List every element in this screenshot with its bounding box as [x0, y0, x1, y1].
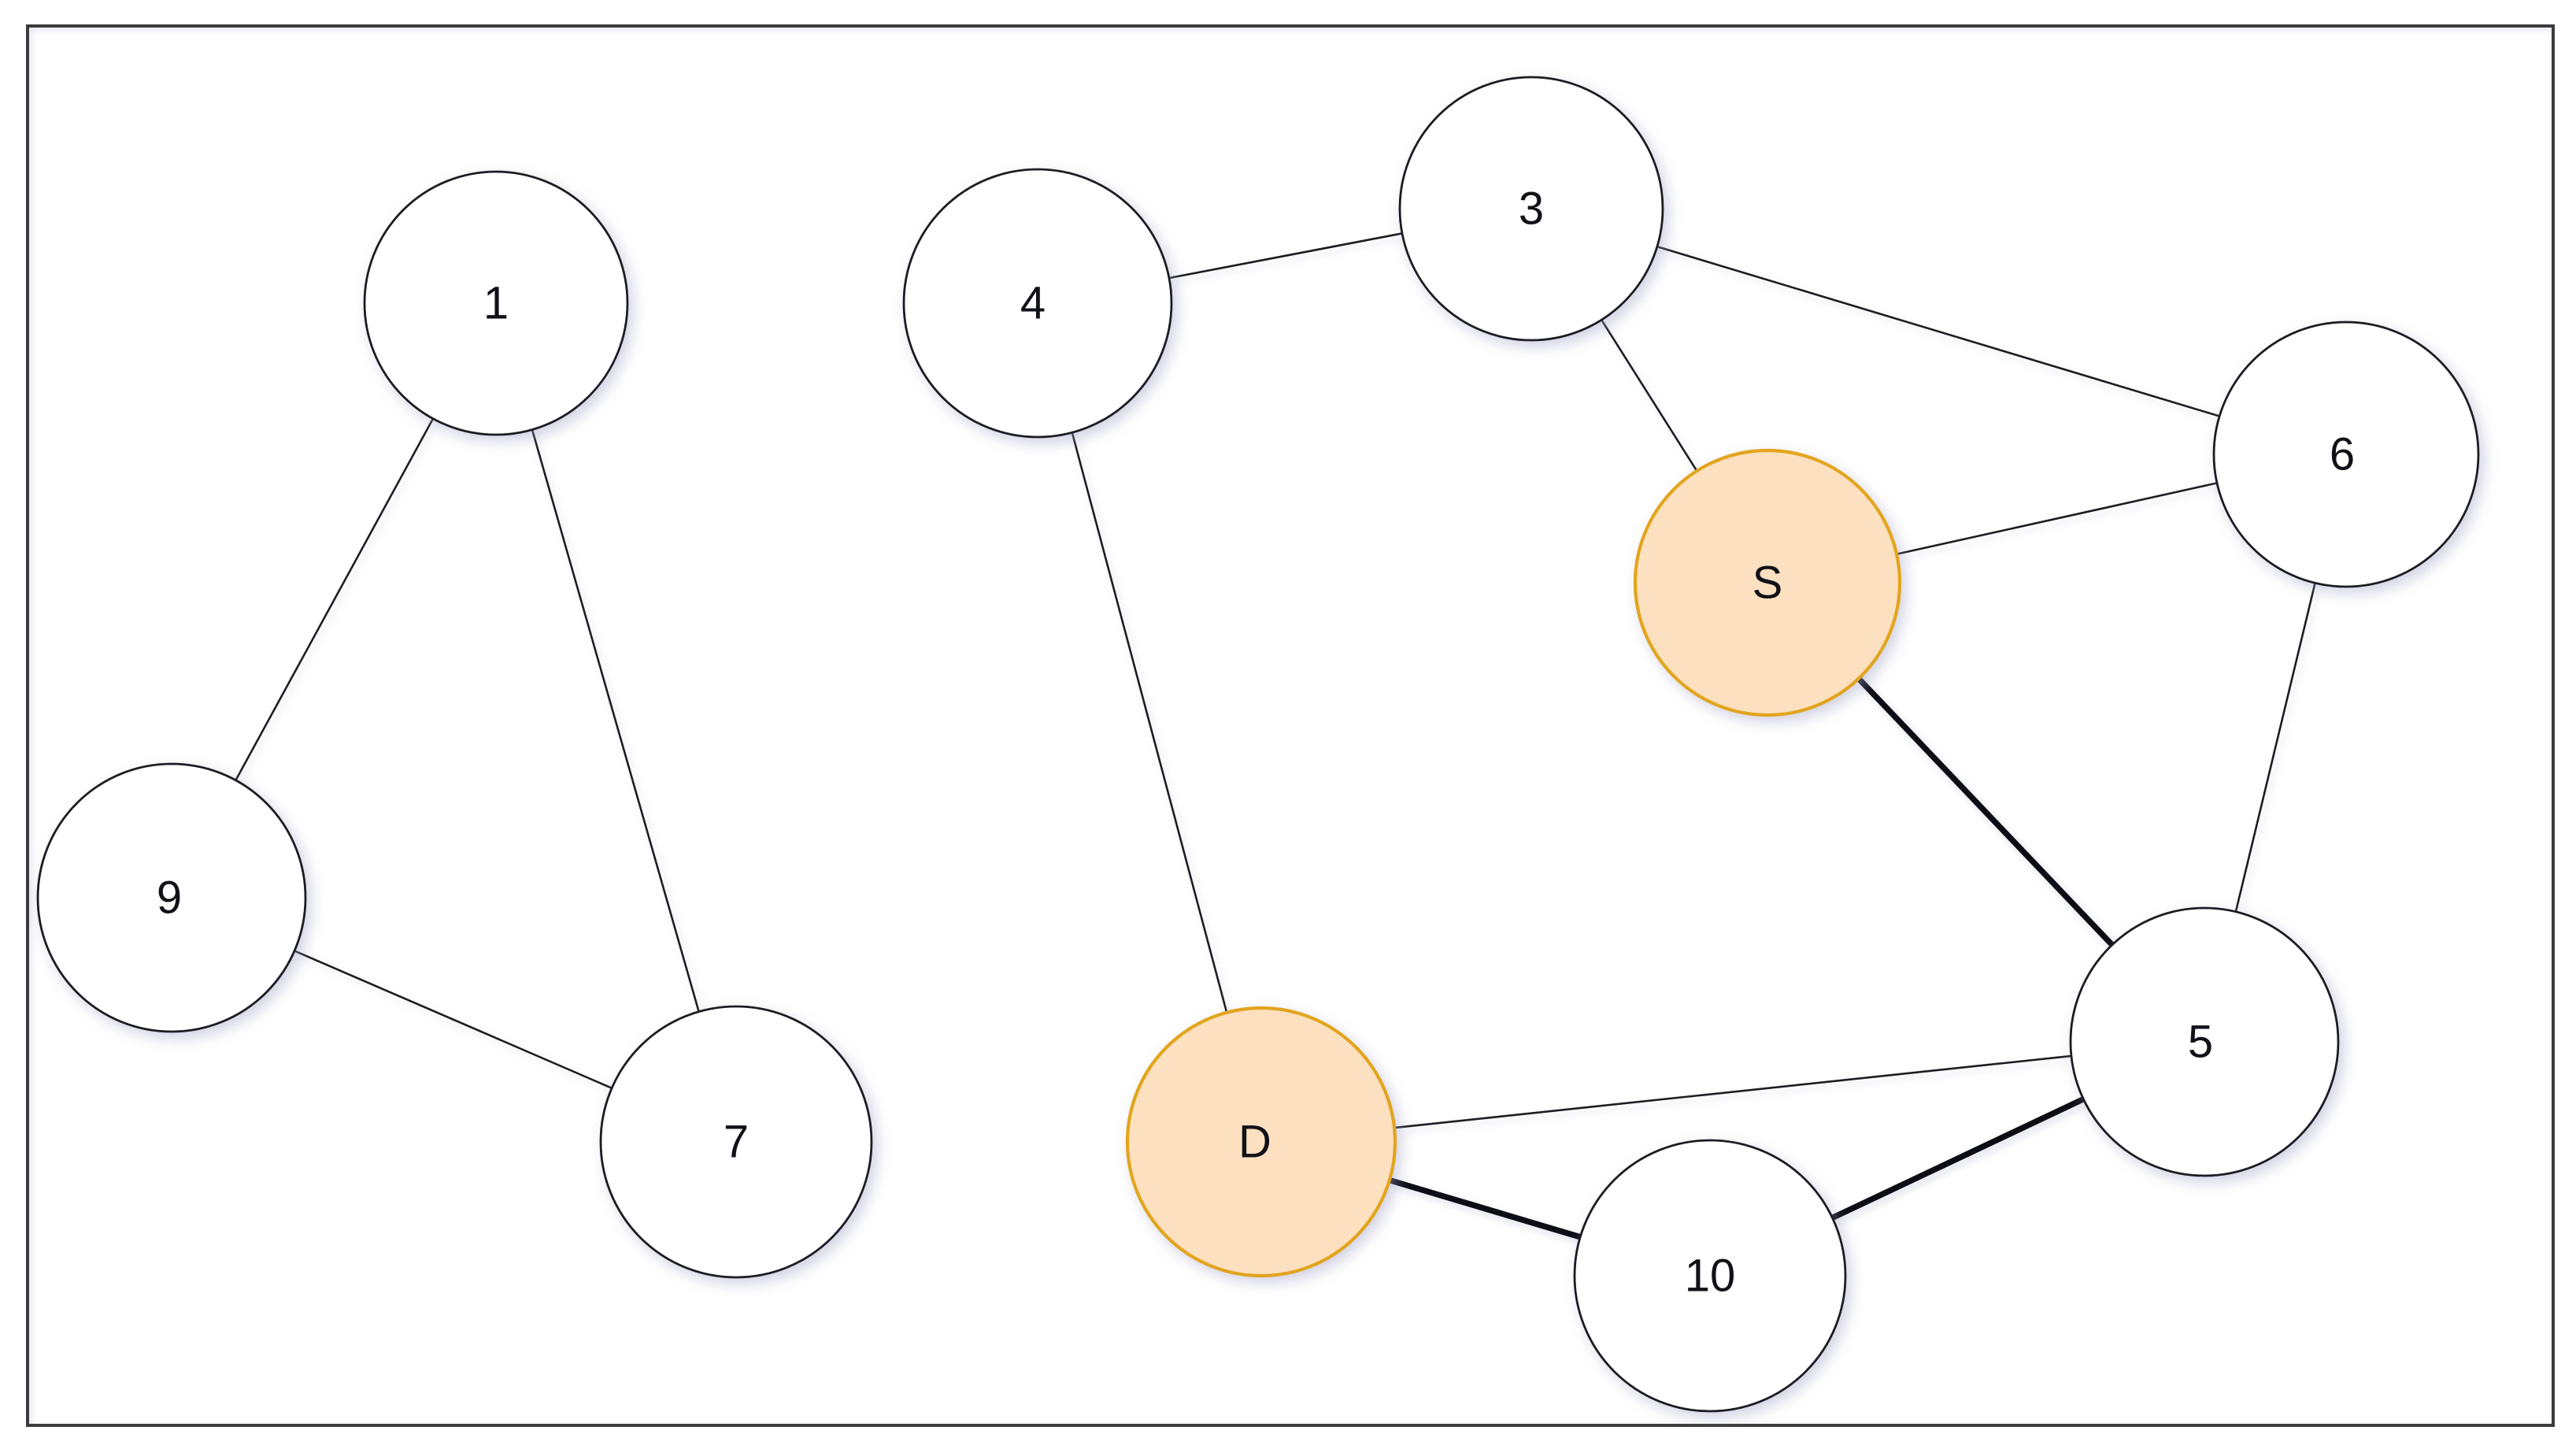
edge-3-6[interactable] [1656, 245, 2221, 418]
node-shape[interactable] [1398, 76, 1664, 342]
edge-1-9[interactable] [234, 417, 435, 782]
graph-node-1[interactable]: 1 [363, 170, 629, 436]
node-shape[interactable] [599, 1005, 873, 1279]
node-shape[interactable] [2212, 321, 2480, 588]
node-shape[interactable] [2069, 906, 2340, 1177]
node-label: 1 [483, 278, 509, 329]
edge-S-6[interactable] [1895, 481, 2219, 556]
node-label: 9 [157, 873, 182, 924]
node-label: 7 [724, 1117, 749, 1168]
node-label: 4 [1020, 278, 1046, 329]
node-shape[interactable] [902, 168, 1173, 439]
node-label: 3 [1519, 183, 1544, 235]
node-shape-highlighted[interactable] [1125, 1006, 1397, 1278]
graph-node-D[interactable]: D [1125, 1006, 1397, 1278]
edge-3-S[interactable] [1600, 318, 1698, 472]
node-shape-highlighted[interactable] [1633, 448, 1902, 717]
node-label: 10 [1685, 1251, 1736, 1302]
node-layer: 1 4 3 6S 9 7 D 5 10 [36, 76, 2480, 1413]
edge-D-10[interactable] [1387, 1177, 1582, 1240]
edge-4-D[interactable] [1071, 431, 1228, 1014]
node-shape[interactable] [1573, 1139, 1847, 1413]
node-label: S [1752, 558, 1783, 609]
graph-node-6[interactable]: 6 [2212, 321, 2480, 588]
graph-node-5[interactable]: 5 [2069, 906, 2340, 1177]
edge-S-5[interactable] [1856, 676, 2115, 948]
graph-node-3[interactable]: 3 [1398, 76, 1664, 342]
node-label: 5 [2188, 1017, 2213, 1068]
edge-10-5[interactable] [1830, 1095, 2086, 1221]
edge-D-5[interactable] [1393, 1054, 2073, 1129]
graph-node-9[interactable]: 9 [36, 762, 307, 1033]
edge-4-3[interactable] [1168, 232, 1404, 280]
node-shape[interactable] [36, 762, 307, 1033]
graph-node-4[interactable]: 4 [902, 168, 1173, 439]
graph-node-7[interactable]: 7 [599, 1005, 873, 1279]
node-shape[interactable] [363, 170, 629, 436]
edge-1-7[interactable] [531, 428, 701, 1013]
edge-9-7[interactable] [293, 949, 613, 1090]
edge-6-5[interactable] [2234, 582, 2317, 914]
node-label: D [1238, 1117, 1271, 1168]
edge-layer [234, 232, 2317, 1240]
graph-node-10[interactable]: 10 [1573, 1139, 1847, 1413]
node-label: 6 [2330, 429, 2355, 480]
graph-node-S[interactable]: S [1633, 448, 1902, 717]
